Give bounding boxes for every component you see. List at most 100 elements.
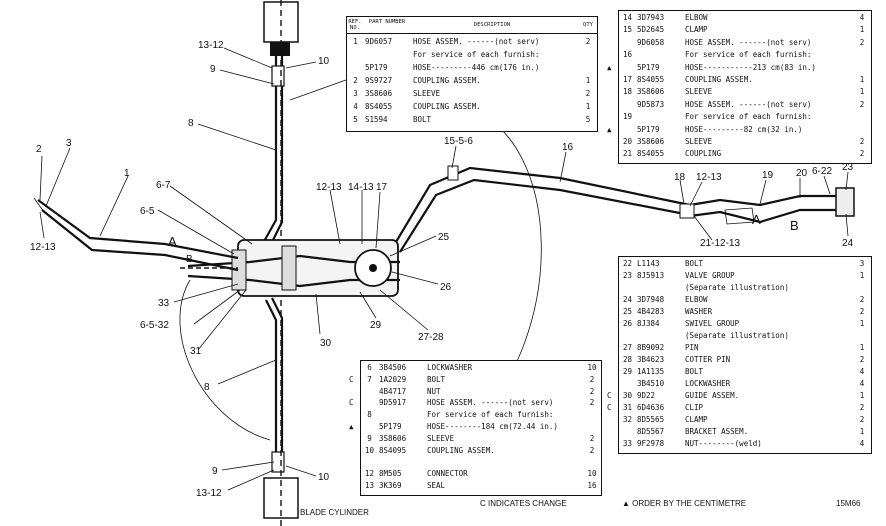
part-description: SWIVEL GROUP: [685, 319, 740, 328]
part-description: LOCKWASHER: [685, 379, 731, 388]
quantity: 2: [585, 37, 591, 46]
blade-cylinder-bottom: [263, 477, 299, 519]
quantity: 1: [585, 76, 591, 85]
ref-number: 23: [622, 271, 633, 280]
ref-number: 8: [367, 410, 372, 420]
callout-12-13-left: 12-13: [30, 242, 56, 253]
quantity: 4: [859, 379, 865, 388]
part-number: 9S9727: [365, 76, 393, 85]
callout-1: 1: [124, 168, 130, 179]
part-number: 3B4506: [379, 363, 407, 372]
ref-number: 26: [622, 319, 633, 328]
quantity: 1: [859, 25, 865, 35]
part-description: NUT: [427, 386, 441, 396]
quantity: 2: [859, 99, 865, 109]
ref-number: 31: [622, 403, 633, 412]
hose-8-upper-b: [269, 56, 284, 247]
quantity: 2: [859, 137, 865, 146]
clamp-center: [281, 245, 297, 291]
quantity: 4: [859, 367, 865, 376]
part-description: CLAMP: [685, 25, 708, 35]
callout-9-lower: 9: [212, 466, 218, 477]
ref-number: 18: [622, 87, 633, 97]
callout-8-lower: 8: [204, 382, 210, 393]
part-description: PIN: [685, 343, 699, 352]
part-description: HOSE-----------213 cm(83 in.): [685, 62, 816, 72]
quantity: 1: [859, 87, 865, 97]
hose-16-a: [395, 166, 691, 243]
part-description: For service of each furnish:: [427, 410, 554, 420]
callout-15-5-6: 15-5-6: [444, 136, 473, 147]
part-description: HOSE ASSEM. ------(not serv): [427, 398, 554, 408]
part-description: LOCKWASHER: [427, 363, 473, 372]
guide-circle-left: [179, 279, 271, 441]
callout-9-upper: 9: [210, 64, 216, 75]
part-number: 3S8606: [379, 433, 407, 443]
part-description: HOSE---------82 cm(32 in.): [685, 124, 803, 134]
change-mark: ▲: [607, 124, 612, 134]
part-number: 8M505: [379, 469, 402, 479]
ref-number: 25: [622, 307, 633, 316]
part-description: VALVE GROUP: [685, 271, 735, 280]
table-row: For service of each furnish:: [347, 50, 597, 60]
hose-8-lower-b: [271, 297, 284, 455]
quantity: 2: [589, 445, 595, 455]
quantity: 2: [585, 89, 591, 98]
part-number: S1594: [365, 115, 388, 124]
part-description: ELBOW: [685, 13, 708, 22]
callout-29: 29: [370, 320, 382, 331]
part-number: 3S8606: [365, 89, 393, 98]
quantity: 2: [859, 37, 865, 47]
part-number: 4B4283: [637, 307, 665, 316]
quantity: 10: [587, 363, 597, 372]
callout-21-12-13: 21-12-13: [700, 238, 740, 249]
ref-number: 14: [622, 13, 633, 22]
ref-number: 4: [353, 102, 358, 111]
ref-number: 13: [364, 481, 375, 490]
callout-19: 19: [762, 170, 774, 181]
header-desc: DESCRIPTION: [473, 22, 511, 28]
hose-1-a: [37, 199, 239, 260]
part-description: BOLT: [685, 367, 704, 376]
quantity: 10: [587, 469, 597, 479]
quantity: 3: [859, 259, 865, 268]
part-description: COUPLING ASSEM.: [413, 102, 481, 111]
clamp-15: [447, 165, 459, 181]
part-description: SLEEVE: [413, 89, 441, 98]
quantity: 2: [859, 403, 865, 412]
change-note: C INDICATES CHANGE: [480, 499, 567, 508]
illustration-number: 15M66: [836, 499, 861, 508]
part-description: (Separate illustration): [685, 283, 789, 292]
ref-number: 32: [622, 415, 633, 424]
callout-17: 17: [376, 182, 388, 193]
hose-1-end: [33, 197, 45, 213]
change-mark: ▲: [349, 422, 354, 431]
quantity: 2: [589, 433, 595, 443]
part-number: 9D5873: [637, 99, 665, 109]
part-description: CLIP: [685, 403, 704, 412]
callout-8-upper: 8: [188, 118, 194, 129]
part-number: 8S4095: [379, 445, 407, 455]
part-description: NUT--------(weld): [685, 439, 762, 448]
ref-number: 9: [367, 433, 372, 443]
callout-16: 16: [562, 142, 574, 153]
quantity: 2: [859, 295, 865, 304]
part-description: BOLT: [413, 115, 432, 124]
callout-25: 25: [438, 232, 450, 243]
